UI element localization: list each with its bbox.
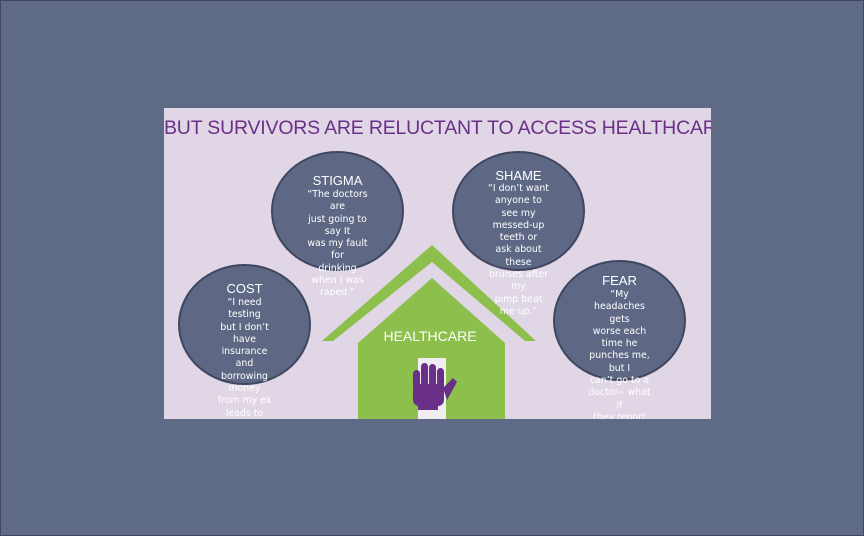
cost-bubble: COST “I need testing but I don’t have in…: [178, 264, 311, 419]
shame-quote: “I don’t want anyone to see my messed-up…: [488, 183, 549, 317]
shame-bubble: SHAME “I don’t want anyone to see my mes…: [452, 151, 585, 317]
stigma-heading: STIGMA: [312, 173, 363, 188]
fear-bubble: FEAR “My headaches gets worse each time …: [553, 260, 686, 419]
cost-quote: “I need testing but I don’t have insuran…: [217, 297, 272, 419]
fear-quote: “My headaches gets worse each time he pu…: [588, 289, 651, 419]
house-roof-outer: [322, 245, 536, 341]
house-label: HEALTHCARE: [383, 328, 477, 344]
house-icon: [322, 245, 536, 419]
cost-heading: COST: [226, 281, 263, 296]
slide: BUT SURVIVORS ARE RELUCTANT TO ACCESS HE…: [164, 108, 711, 419]
house-body: [358, 278, 505, 419]
stigma-bubble: STIGMA “The doctors are just going to sa…: [271, 151, 404, 298]
stigma-quote: “The doctors are just going to say It wa…: [307, 189, 368, 299]
shame-heading: SHAME: [495, 168, 542, 183]
raised-hand-icon: [413, 363, 457, 410]
slide-title: BUT SURVIVORS ARE RELUCTANT TO ACCESS HE…: [164, 117, 711, 139]
fear-heading: FEAR: [602, 273, 637, 288]
